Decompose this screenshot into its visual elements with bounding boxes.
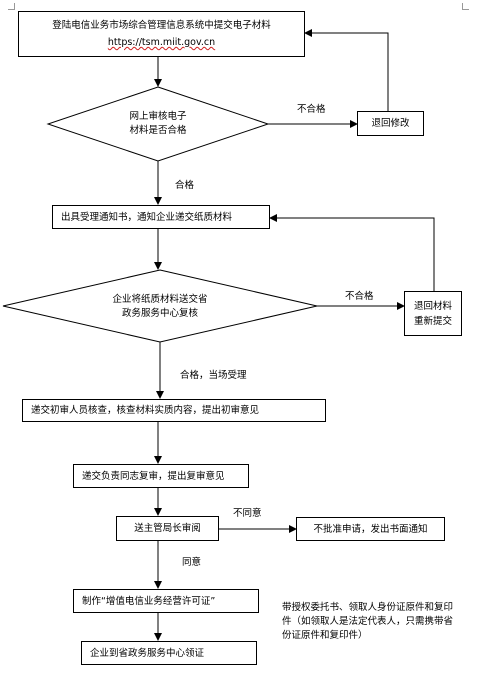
collection-note: 带授权委托书、领取人身份证原件和复印件（如领取人是法定代表人，只需携带省份证原件… <box>282 602 454 641</box>
crop-mark-top-left <box>8 3 15 10</box>
collect-license-box: 企业到省政务服务中心领证 <box>81 641 257 665</box>
reject-text: 不批准申请，发出书面通知 <box>313 523 428 535</box>
crop-mark-top-right <box>462 3 469 10</box>
first-review-box: 递交初审人员核查，核查材料实质内容，提出初审意见 <box>22 399 326 422</box>
reject-box: 不批准申请，发出书面通知 <box>296 517 445 541</box>
disagree-label: 不同意 <box>233 508 262 519</box>
arrow-resubmit-to-notice <box>269 214 435 291</box>
fail-label-2: 不合格 <box>345 291 374 302</box>
second-review-box: 递交负责同志复审，提出复审意见 <box>73 464 249 488</box>
director-review-text: 送主管局长审阅 <box>134 523 201 534</box>
second-review-text: 递交负责同志复审，提出复审意见 <box>82 470 225 482</box>
online-review-text: 网上审核电子 材料是否合格 <box>129 111 187 136</box>
return-resubmit-box: 退回材料 重新提交 <box>404 291 462 336</box>
first-review-text: 递交初审人员核查，核查材料实质内容，提出初审意见 <box>31 405 260 416</box>
collect-license-text: 企业到省政务服务中心领证 <box>90 647 205 659</box>
submit-url-text: https://tsm.miit.gov.cn <box>107 37 216 48</box>
pass-accept-label: 合格，当场受理 <box>180 370 247 381</box>
issue-notice-box: 出具受理通知书，通知企业递交纸质材料 <box>52 205 270 229</box>
fail-label-1: 不合格 <box>297 104 326 115</box>
return-resubmit-line2: 重新提交 <box>413 315 452 327</box>
director-review-box: 送主管局长审阅 <box>116 516 219 541</box>
pass-label-1: 合格 <box>175 180 195 191</box>
issue-notice-text: 出具受理通知书，通知企业递交纸质材料 <box>61 211 233 223</box>
agree-label: 同意 <box>182 557 202 568</box>
return-modify-box: 退回修改 <box>357 111 424 136</box>
make-license-box: 制作“增值电信业务经营许可证” <box>73 589 259 613</box>
return-resubmit-line1: 退回材料 <box>413 300 452 312</box>
return-modify-text: 退回修改 <box>371 118 410 129</box>
arrow-return-to-submit <box>304 29 389 111</box>
submit-materials-text: 登陆电信业务市场综合管理信息系统中提交电子材料 <box>52 20 271 31</box>
paper-review-text: 企业将纸质材料送交省 政务服务中心复核 <box>112 294 208 319</box>
submit-materials-box: 登陆电信业务市场综合管理信息系统中提交电子材料 https://tsm.miit… <box>18 11 305 57</box>
make-license-text: 制作“增值电信业务经营许可证” <box>82 595 216 607</box>
